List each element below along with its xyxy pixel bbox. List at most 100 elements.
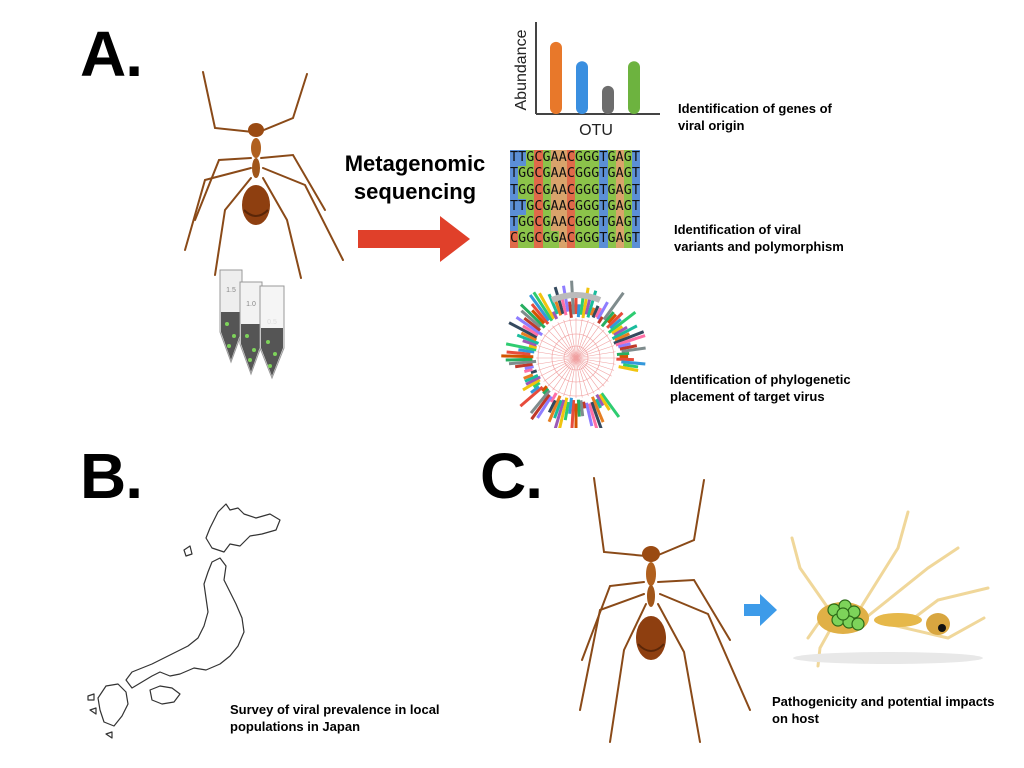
tree-branch xyxy=(536,357,577,365)
phylogenetic-tree xyxy=(501,280,646,428)
sequence-base: G xyxy=(623,182,632,199)
sequence-base: C xyxy=(566,150,575,167)
tree-branch xyxy=(575,319,589,359)
tree-leaf-strip xyxy=(519,385,544,408)
sequence-base: G xyxy=(542,198,551,216)
tree-leaf-strip xyxy=(591,305,600,319)
caption-genes: Identification of genes of viral origin xyxy=(678,101,832,133)
tree-leaf-strip xyxy=(611,325,624,335)
tree-branch xyxy=(575,357,615,371)
sequence-base: G xyxy=(607,182,616,199)
sequence-base: G xyxy=(591,182,600,199)
tree-leaf-strip xyxy=(516,333,540,345)
tree-branch xyxy=(569,318,577,359)
tree-branch xyxy=(575,325,600,359)
tree-branch xyxy=(543,357,577,382)
caption-survey: Survey of viral prevalence in local popu… xyxy=(230,702,440,734)
sequence-base: C xyxy=(566,198,575,216)
tube-label-2: 1.0 xyxy=(246,301,256,308)
tree-leaf-strip xyxy=(568,301,573,319)
tree-branch xyxy=(557,357,577,394)
tree-leaf-strip xyxy=(576,304,581,318)
tree-leaf-strip xyxy=(598,393,611,411)
tree-leaf-strip xyxy=(530,369,538,375)
tree-branch xyxy=(569,357,577,398)
tree-branch xyxy=(563,357,577,397)
tree-branch xyxy=(575,357,589,397)
sequence-base: C xyxy=(534,182,543,199)
sequence-base: G xyxy=(591,150,600,167)
tree-leaf-strip xyxy=(505,342,537,352)
sequence-base: G xyxy=(591,215,600,232)
tree-leaf-strip xyxy=(518,348,535,354)
tree-leaf-strip xyxy=(514,362,533,369)
tree-leaf-strip xyxy=(524,365,534,370)
abundance-bar-2 xyxy=(576,61,588,114)
sequence-base: G xyxy=(575,166,584,183)
sequence-base: G xyxy=(583,198,592,216)
sequence-base: T xyxy=(599,231,608,248)
tree-branch xyxy=(552,325,577,359)
tree-leaf-strip xyxy=(508,359,537,366)
tree-leaf-strip xyxy=(505,357,533,362)
tree-leaf-strip xyxy=(529,389,551,414)
tree-branch xyxy=(543,334,577,359)
sequence-base: G xyxy=(526,198,535,216)
tree-leaf-strip xyxy=(568,397,573,414)
tree-leaf-strip xyxy=(515,316,544,337)
sequence-base: G xyxy=(623,198,632,216)
sequence-base: G xyxy=(526,231,535,248)
tree-leaf-strip xyxy=(547,395,562,423)
tree-leaf-strip xyxy=(576,399,581,417)
tree-leaf-strip xyxy=(613,330,645,345)
tree-leaf-strip xyxy=(508,321,538,339)
tree-leaf-strip xyxy=(520,309,542,329)
abundance-chart: Abundance OTU xyxy=(513,22,660,139)
sequence-base: T xyxy=(631,231,640,248)
tree-leaf-strip xyxy=(520,331,538,342)
ant-illustration-a xyxy=(184,71,344,279)
tree-leaf-strip xyxy=(596,301,609,321)
tree-leaf-strip xyxy=(551,311,559,320)
sequence-base: A xyxy=(615,150,624,167)
tree-leaf-strip xyxy=(581,287,590,319)
sequence-base: G xyxy=(623,166,632,183)
sequence-base: G xyxy=(607,231,616,248)
tree-leaf-strip xyxy=(525,375,541,386)
tree-leaf-strip xyxy=(614,332,630,342)
caption-pathogenicity: Pathogenicity and potential impacts on h… xyxy=(772,694,995,726)
caption-phylogeny: Identification of phylogenetic placement… xyxy=(670,372,851,404)
sequence-base: G xyxy=(542,215,551,232)
tree-leaf-strip xyxy=(553,399,566,428)
tree-branch xyxy=(575,339,612,359)
tree-leaf-strip xyxy=(597,316,604,324)
sequence-base: G xyxy=(518,166,527,183)
sequence-base: G xyxy=(591,198,600,216)
tree-branch xyxy=(552,357,577,391)
sequence-base: C xyxy=(534,166,543,183)
tree-leaf-strip xyxy=(530,303,550,325)
sequence-base: T xyxy=(631,166,640,183)
tree-leaf-strip xyxy=(609,318,622,330)
tree-leaf-strip xyxy=(595,393,605,407)
tree-branch xyxy=(575,357,600,391)
abundance-bar-3 xyxy=(602,85,614,114)
sequence-base: T xyxy=(631,215,640,232)
tree-leaf-strip xyxy=(621,346,646,353)
sequence-base: G xyxy=(607,150,616,167)
tree-leaf-strip xyxy=(616,357,634,362)
tree-branch xyxy=(575,357,583,398)
process-label: Metagenomic sequencing xyxy=(344,151,486,204)
sequence-base: C xyxy=(534,150,543,167)
infected-ant-illustration xyxy=(790,510,990,668)
sequence-base: C xyxy=(566,231,575,248)
sequence-base: G xyxy=(575,231,584,248)
tree-branch xyxy=(575,329,605,359)
tree-leaf-strip xyxy=(541,385,548,393)
abundance-bar-1 xyxy=(550,41,562,115)
sequence-base: T xyxy=(510,150,519,167)
tree-leaf-strip xyxy=(602,291,625,321)
tree-leaf-strip xyxy=(618,365,639,373)
